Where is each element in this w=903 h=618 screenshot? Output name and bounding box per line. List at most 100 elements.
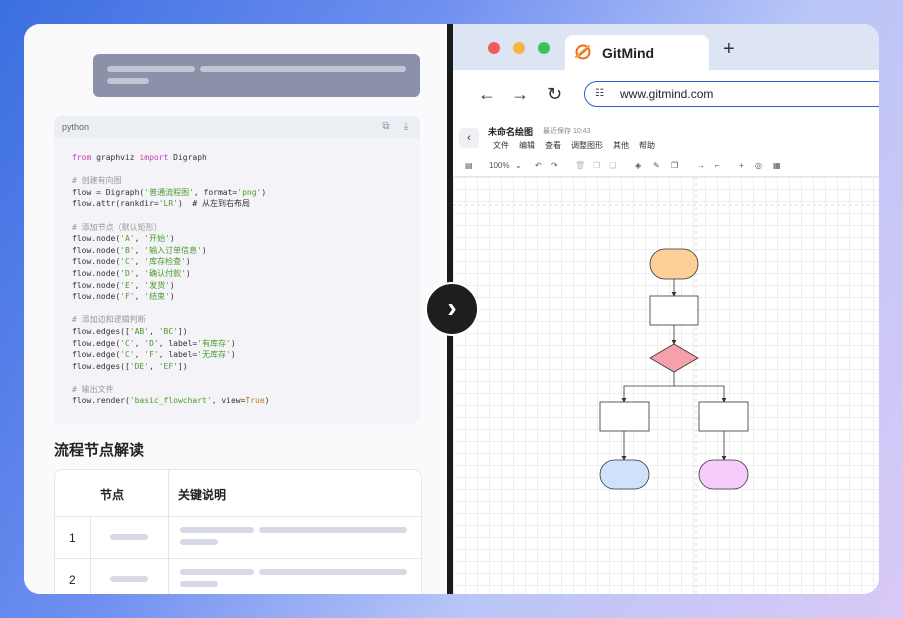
code-line: from graphviz import Digraph <box>72 152 270 164</box>
copy-icon[interactable]: ⧉ <box>382 121 390 132</box>
new-tab-button[interactable]: + <box>723 38 735 60</box>
shapes-icon[interactable]: ◎ <box>755 161 762 170</box>
code-token: # 添加边和逻辑判断 <box>72 315 146 325</box>
code-token: 'LR' <box>158 199 178 209</box>
download-icon[interactable]: ⤓ <box>403 121 409 132</box>
fill-color-icon[interactable]: ◈ <box>635 161 642 170</box>
menu-help[interactable]: 帮助 <box>639 141 655 150</box>
placeholder-line <box>180 539 218 545</box>
code-token: ) <box>201 245 207 255</box>
process-node[interactable] <box>649 295 699 326</box>
code-line: flow.node('F', '结束') <box>72 291 270 303</box>
code-line: flow.node('E', '发货') <box>72 280 270 292</box>
code-token: 'C' <box>120 338 135 348</box>
placeholder-line <box>107 66 195 72</box>
menu-edit[interactable]: 编辑 <box>519 141 535 150</box>
code-line <box>72 372 270 384</box>
decision-node[interactable] <box>649 343 699 373</box>
code-token: Digraph <box>168 153 207 162</box>
code-token: '发货' <box>144 280 170 290</box>
code-token: 'png' <box>237 187 262 197</box>
code-token: , label= <box>158 350 198 360</box>
undo-icon[interactable]: ↶ <box>535 161 542 170</box>
to-front-icon[interactable]: ❐ <box>593 161 601 170</box>
reload-icon[interactable]: ↻ <box>547 84 563 104</box>
placeholder-line <box>180 527 254 533</box>
code-token: flow.attr(rankdir= <box>72 199 159 209</box>
code-line: flow.node('C', '库存检查') <box>72 256 270 268</box>
code-token: 'F' <box>144 350 159 360</box>
code-token: 'F' <box>120 292 135 302</box>
end-node[interactable] <box>599 459 650 490</box>
start-node[interactable] <box>649 248 699 280</box>
process-node[interactable] <box>599 401 650 432</box>
window-maximize-dot[interactable] <box>538 42 550 54</box>
code-token: ) <box>169 234 175 244</box>
menu-view[interactable]: 查看 <box>545 141 561 150</box>
chevron-right-icon[interactable]: › <box>425 282 479 336</box>
connector-icon[interactable]: → <box>697 161 705 170</box>
panel-toggle-icon[interactable]: ▤ <box>465 161 473 170</box>
to-back-icon[interactable]: ❏ <box>609 161 617 170</box>
code-line <box>72 210 270 222</box>
code-token: from <box>72 153 92 162</box>
shadow-icon[interactable]: ❒ <box>671 161 679 170</box>
code-line: # 添加节点（默认矩形） <box>72 222 270 234</box>
code-token: , <box>134 268 145 278</box>
waypoint-icon[interactable]: ⌐ <box>715 161 720 170</box>
code-token: 'EF' <box>158 361 178 371</box>
code-token: flow.edge( <box>72 350 121 360</box>
code-token: flow.render( <box>72 396 130 406</box>
forward-arrow-icon[interactable]: → <box>511 84 529 104</box>
code-token: , <box>149 361 159 371</box>
zoom-select[interactable]: 100% <box>489 161 510 170</box>
code-token: '开始' <box>144 234 170 244</box>
placeholder-line <box>110 534 148 540</box>
code-token: ) # 从左到右布局 <box>177 199 251 209</box>
code-token: 'C' <box>120 257 135 267</box>
window-close-dot[interactable] <box>488 42 500 54</box>
code-block: python ⧉ ⤓ from graphviz import Digraph … <box>54 116 420 424</box>
code-token: flow.edges([ <box>72 361 130 371</box>
save-status: 最近保存 10:43 <box>543 128 591 135</box>
address-bar[interactable]: ☷ www.gitmind.com <box>584 81 879 107</box>
delete-icon[interactable]: 🗑 <box>575 161 586 170</box>
section-title: 流程节点解读 <box>54 442 145 459</box>
placeholder-line <box>200 66 406 72</box>
menu-other[interactable]: 其他 <box>613 141 629 150</box>
table-row: 2 <box>55 559 421 594</box>
tab-gitmind[interactable]: GitMind <box>565 35 709 70</box>
end-node[interactable] <box>698 459 749 490</box>
code-token: flow.node( <box>72 245 121 255</box>
document-title[interactable]: 未命名绘图 <box>488 127 534 137</box>
line-color-icon[interactable]: ✎ <box>653 161 660 170</box>
redo-icon[interactable]: ↷ <box>551 161 558 170</box>
code-token: # 输出文件 <box>72 384 114 394</box>
user-message-bubble <box>93 54 420 97</box>
code-token: , <box>134 280 145 290</box>
code-token: ]) <box>177 326 188 336</box>
row-number: 1 <box>69 531 76 545</box>
diagram-canvas[interactable] <box>453 177 879 594</box>
chevron-left-icon[interactable]: ‹ <box>459 128 479 148</box>
editor-toolbar: ▤ 100% ⌄ ↶ ↷ 🗑 ❐ ❏ ◈ ✎ ❒ → ⌐ + ◎ ▦ <box>453 156 879 177</box>
code-token: ) <box>261 187 267 197</box>
code-line <box>72 164 270 176</box>
code-token: import <box>139 153 169 162</box>
insert-icon[interactable]: + <box>739 161 744 170</box>
back-arrow-icon[interactable]: ← <box>478 84 496 104</box>
process-node[interactable] <box>698 401 749 432</box>
chevron-down-icon[interactable]: ⌄ <box>515 161 522 170</box>
menu-file[interactable]: 文件 <box>493 141 509 150</box>
table-icon[interactable]: ▦ <box>773 161 781 170</box>
code-token: 'D' <box>120 268 135 278</box>
code-token: ) <box>185 268 191 278</box>
url-text: www.gitmind.com <box>620 87 714 101</box>
code-line: flow.edges(['AB', 'BC']) <box>72 326 270 338</box>
menu-adjust-shape[interactable]: 调整图形 <box>571 141 603 150</box>
window-minimize-dot[interactable] <box>513 42 525 54</box>
code-line: flow.edge('C', 'F', label='无库存') <box>72 349 270 361</box>
edge <box>674 385 727 403</box>
code-token: , view= <box>211 396 246 406</box>
site-settings-icon[interactable]: ☷ <box>595 88 604 99</box>
